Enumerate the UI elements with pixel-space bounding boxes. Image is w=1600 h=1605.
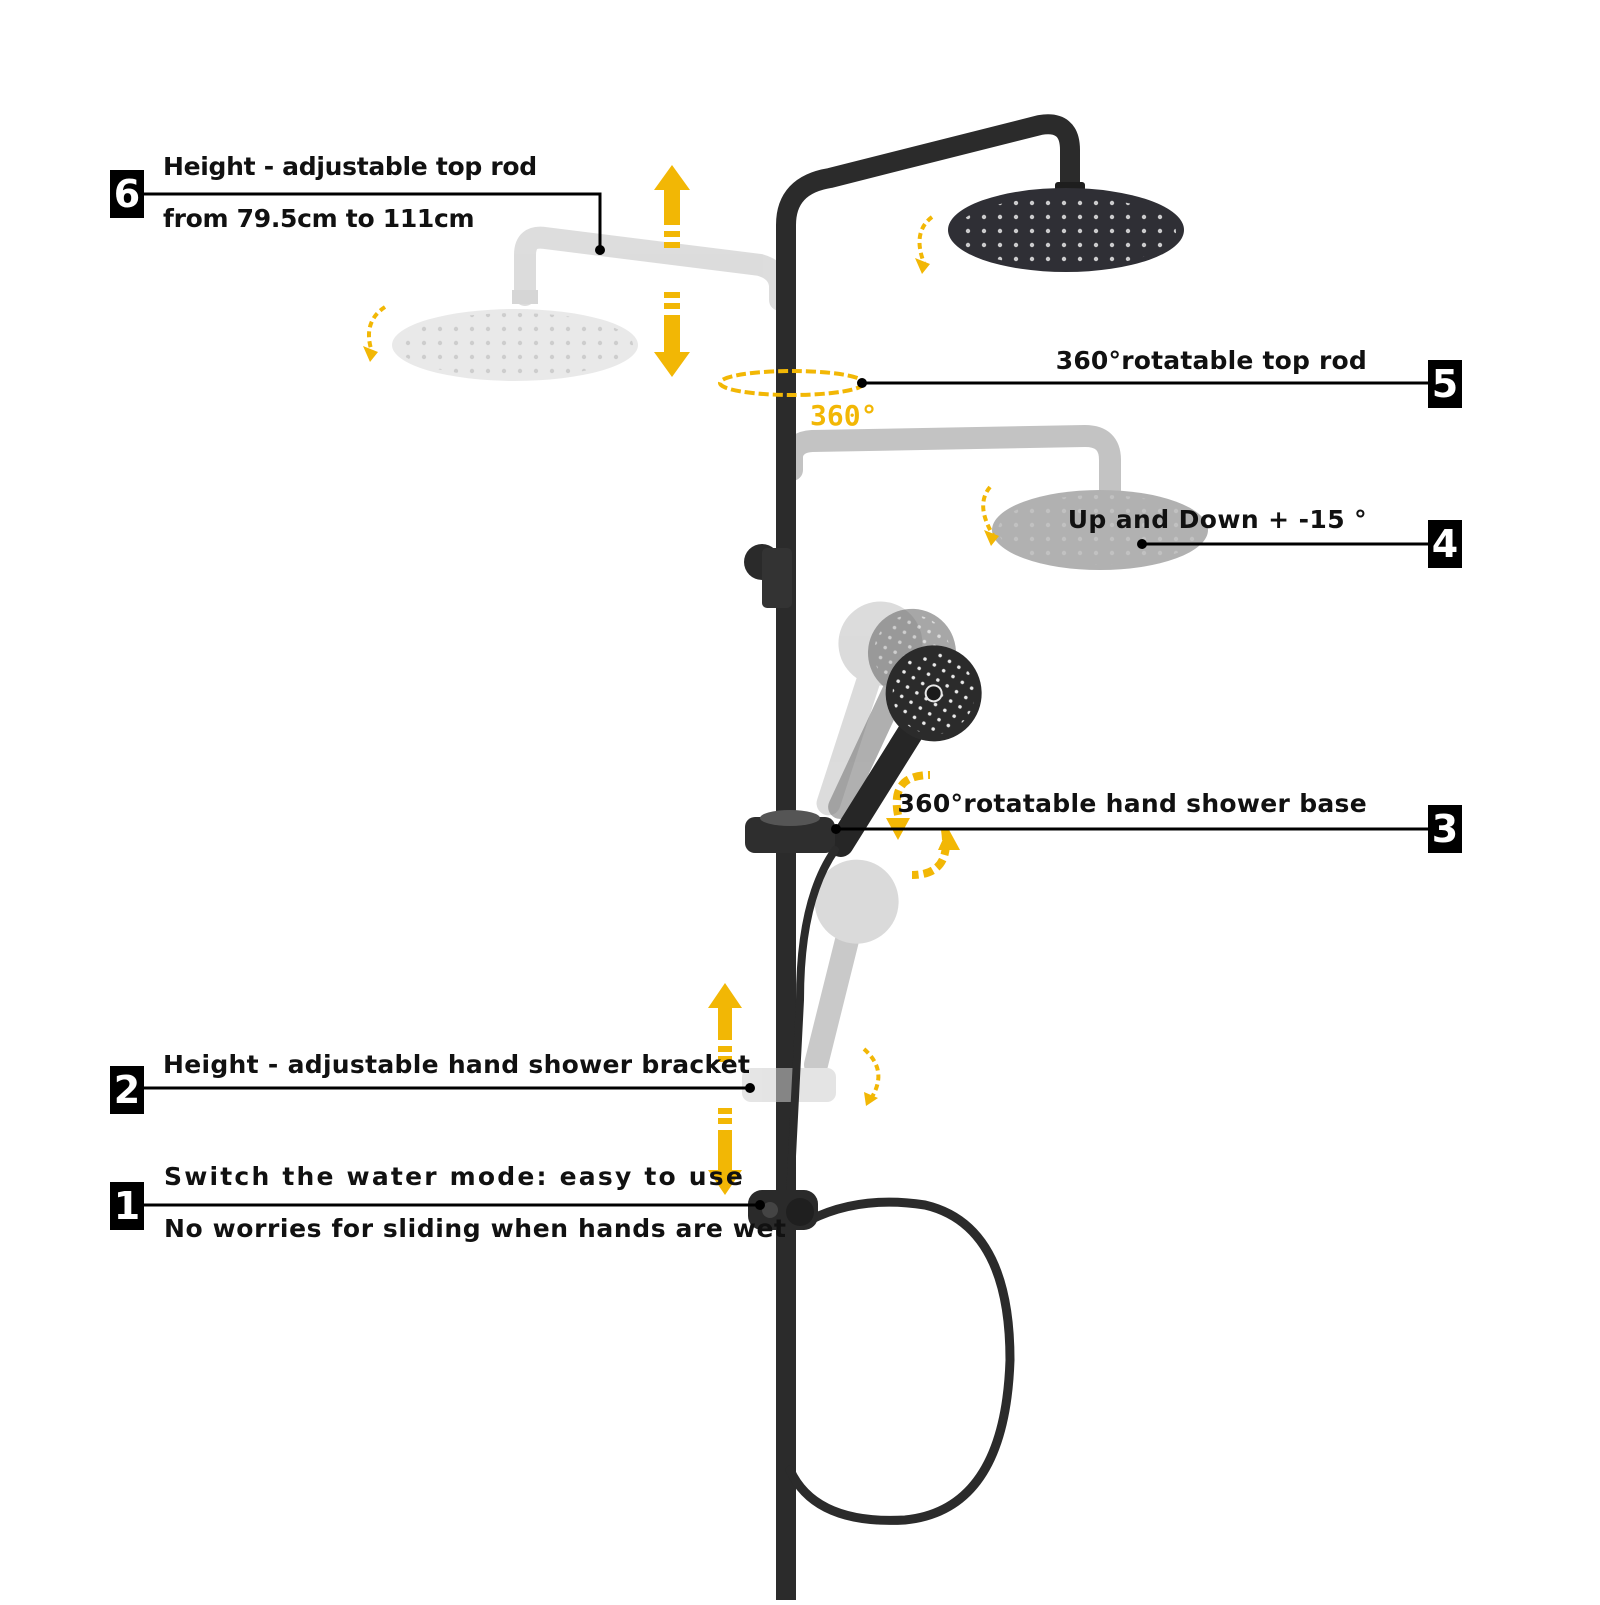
ghost-top-rod-raised — [392, 226, 791, 381]
ghost-hand-shower-lower — [742, 859, 899, 1102]
callout-1-title: Switch the water mode: easy to use — [164, 1162, 746, 1191]
shower-hose — [785, 846, 1015, 1525]
callout-badge-2: 2 — [110, 1066, 144, 1114]
rain-shower-head — [948, 188, 1184, 272]
ghost-top-rod-lowered — [781, 424, 1208, 570]
callout-badge-3: 3 — [1428, 805, 1462, 853]
rotate-arrow-ghost-head — [367, 215, 995, 1099]
callout-6-title: Height - adjustable top rod — [163, 152, 537, 181]
callout-badge-1: 1 — [110, 1182, 144, 1230]
hand-shower-base — [745, 810, 835, 853]
callout-4-title: Up and Down + -15 ° — [1067, 505, 1367, 534]
rotation-degree-label: 360° — [810, 399, 877, 432]
callout-badge-6: 6 — [110, 170, 144, 218]
height-arrow-top-rod — [654, 165, 690, 377]
rotation-ring-top-rod: 360° — [718, 369, 877, 432]
callout-6-detail: from 79.5cm to 111cm — [163, 204, 475, 233]
water-mode-switch — [748, 1190, 818, 1230]
callout-5-title: 360°rotatable top rod — [1055, 346, 1367, 375]
callout-1-detail: No worries for sliding when hands are we… — [164, 1214, 787, 1243]
hand-shower — [827, 645, 982, 857]
callout-badge-4: 4 — [1428, 520, 1462, 568]
rotate-arrow-heads — [363, 258, 999, 1106]
wall-bracket — [744, 544, 792, 608]
rotation-arrows-hand-base-heads — [886, 818, 960, 850]
callout-3-title: 360°rotatable hand shower base — [897, 789, 1367, 818]
leader-dots — [595, 245, 1147, 1210]
height-arrow-hand-bracket — [708, 983, 742, 1195]
leader-lines — [144, 192, 1430, 1207]
callout-badge-5: 5 — [1428, 360, 1462, 408]
callout-2-title: Height - adjustable hand shower bracket — [163, 1050, 751, 1079]
leader-line-6 — [144, 192, 602, 250]
